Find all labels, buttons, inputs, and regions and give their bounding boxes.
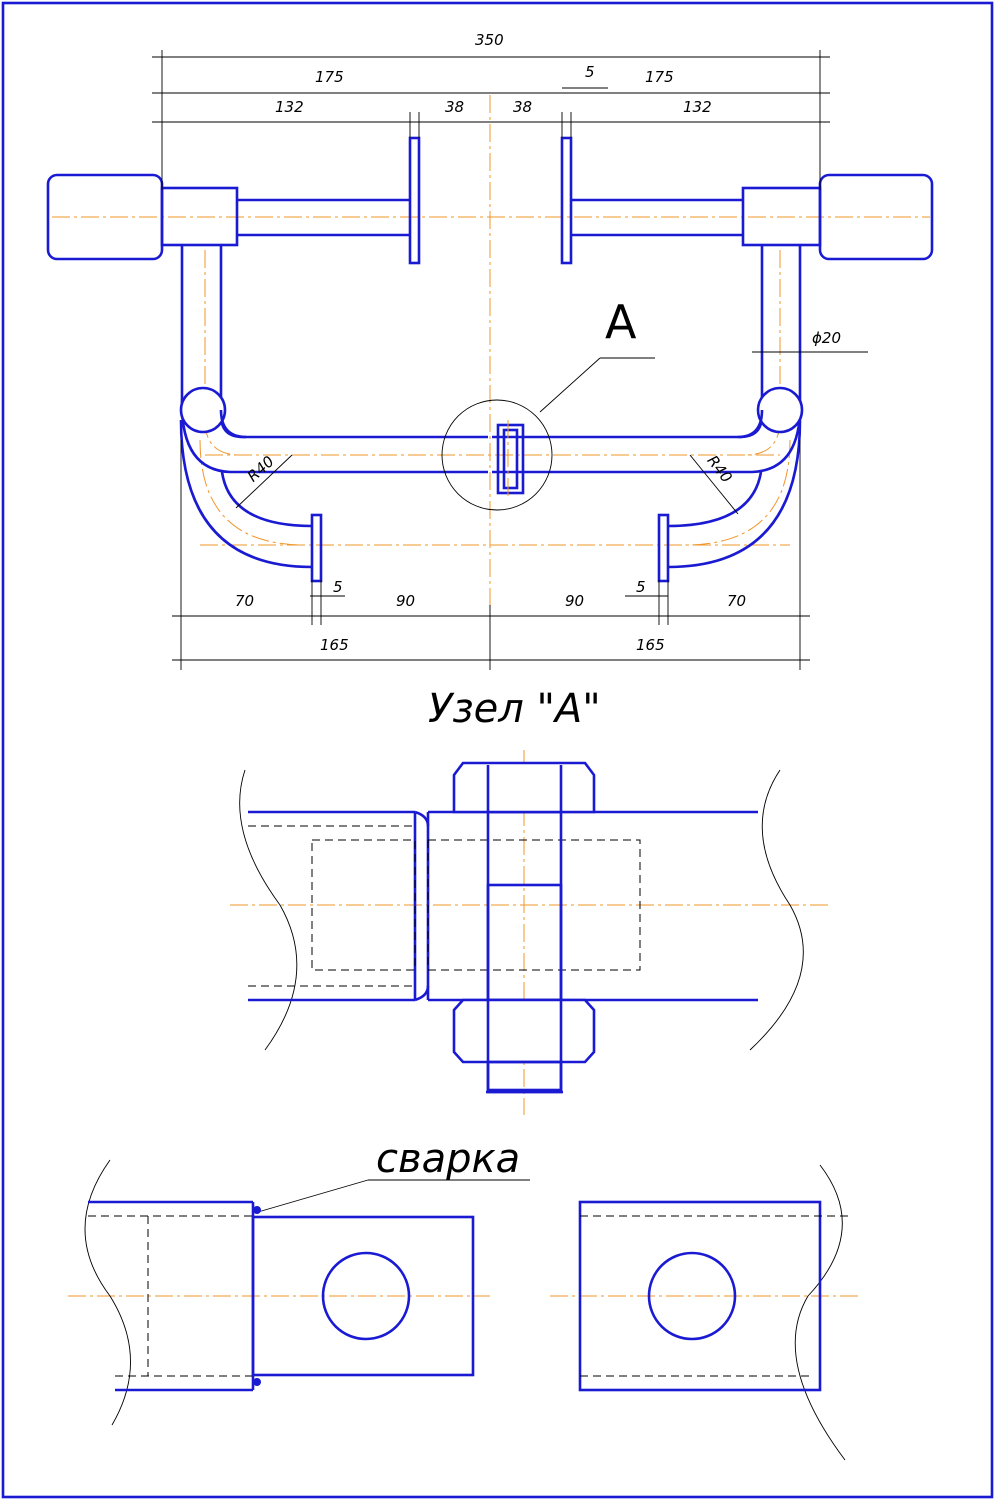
left-break-line xyxy=(239,769,298,1051)
bolt-head xyxy=(452,761,596,814)
dim-70-left: 70 xyxy=(235,592,254,610)
right-frame-tube xyxy=(492,245,802,474)
detail-a-circle xyxy=(441,399,553,511)
right-part-hole xyxy=(647,1251,737,1341)
dim-90-left: 90 xyxy=(396,592,415,610)
weld-seam xyxy=(414,810,430,1002)
dim-r40-right: R40 xyxy=(703,452,735,486)
weld-dot-bottom xyxy=(253,1378,261,1386)
bottom-dimensions: 70 5 90 90 5 70 165 165 xyxy=(172,440,810,670)
right-part-break xyxy=(794,1164,846,1461)
dim-38-left: 38 xyxy=(445,98,464,116)
dim-r40-left: R40 xyxy=(244,452,278,485)
right-elbow xyxy=(756,386,804,434)
dim-175-right: 175 xyxy=(645,68,674,86)
top-dimensions: 350 175 175 5 132 38 38 132 xyxy=(152,31,830,190)
bolt-tail xyxy=(486,1060,563,1094)
welded-plate xyxy=(251,1215,475,1377)
weld-leader xyxy=(257,1179,369,1213)
right-lower-flange xyxy=(657,513,670,583)
left-grip-sleeve xyxy=(160,186,239,247)
right-inner-bend xyxy=(737,409,764,439)
dim-5-top: 5 xyxy=(585,63,595,81)
left-part-break xyxy=(84,1159,131,1426)
parts-view xyxy=(68,1159,858,1461)
nut xyxy=(452,998,596,1064)
dim-5-bottom-left: 5 xyxy=(333,578,343,596)
hidden-insert-right xyxy=(427,839,641,971)
dim-diameter: ϕ20 xyxy=(812,329,841,347)
left-lower-flange xyxy=(310,513,323,583)
dim-165-right: 165 xyxy=(636,636,665,654)
dim-38-right: 38 xyxy=(513,98,532,116)
detail-a-view xyxy=(230,750,830,1115)
dim-132-right: 132 xyxy=(683,98,712,116)
dim-165-left: 165 xyxy=(320,636,349,654)
weld-dot-top xyxy=(253,1206,261,1214)
dim-90-right: 90 xyxy=(565,592,584,610)
bolt-body xyxy=(496,423,525,495)
dim-70-right: 70 xyxy=(727,592,746,610)
plate-hole xyxy=(321,1251,411,1341)
right-lower-bend-axis xyxy=(684,439,791,546)
weld-note: сварка xyxy=(376,1136,520,1182)
left-top-flange xyxy=(408,136,421,265)
main-view: A 350 175 175 5 132 38 38 132 ϕ20 xyxy=(46,31,934,670)
left-inner-bend xyxy=(219,409,247,439)
left-elbow xyxy=(179,386,227,434)
detail-leader xyxy=(539,357,601,413)
bolt-shank xyxy=(502,428,519,490)
detail-marker: A xyxy=(605,295,637,349)
right-lower-tube xyxy=(667,419,802,569)
right-top-flange xyxy=(560,136,573,265)
left-frame-tube xyxy=(180,245,488,474)
right-break-line xyxy=(749,769,804,1051)
bolt-thread xyxy=(486,883,563,1092)
detail-title: Узел "А" xyxy=(428,686,601,732)
left-lower-tube xyxy=(179,419,313,569)
dim-350: 350 xyxy=(475,31,504,49)
right-part-body xyxy=(578,1200,822,1392)
dim-5-bottom-right: 5 xyxy=(636,578,646,596)
dim-132-left: 132 xyxy=(275,98,304,116)
right-grip-sleeve xyxy=(741,186,822,247)
dim-175-left: 175 xyxy=(315,68,344,86)
